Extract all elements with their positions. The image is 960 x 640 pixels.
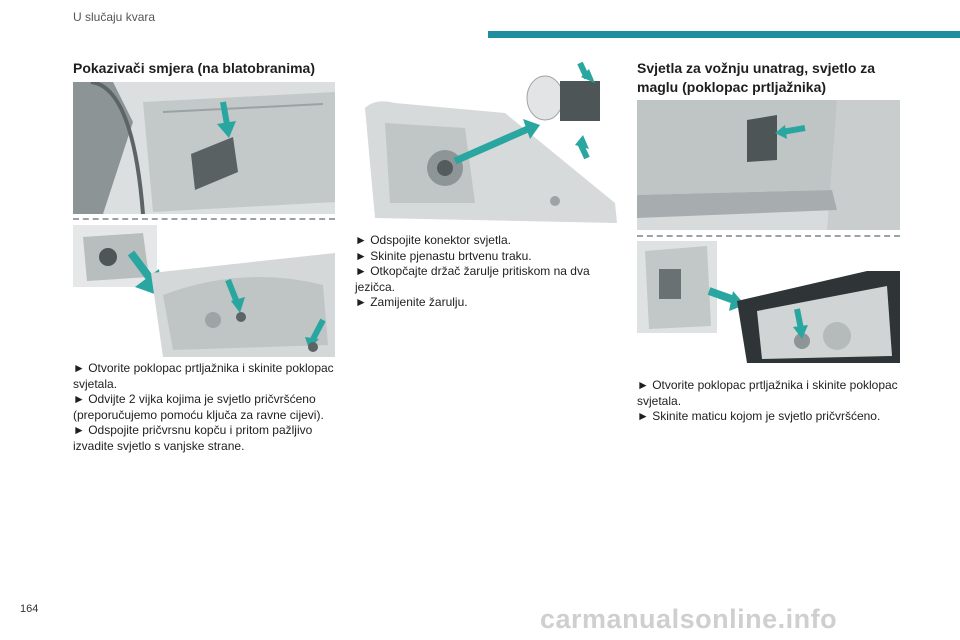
left-section-title: Pokazivači smjera (na blatobranima) — [73, 60, 315, 76]
middle-bulb-illustration — [355, 53, 617, 223]
right-step-2: Skinite maticu kojom je svjetlo pričvršć… — [637, 409, 905, 425]
left-instructions: Otvorite poklopac prtljažnika i skinite … — [73, 361, 339, 454]
right-lamp-nut-illustration — [637, 241, 900, 363]
right-step-1: Otvorite poklopac prtljažnika i skinite … — [637, 378, 905, 409]
middle-step-3: Otkopčajte držač žarulje pritiskom na dv… — [355, 264, 623, 295]
header-accent-bar — [488, 31, 960, 38]
page-number: 164 — [20, 603, 39, 615]
right-tailgate-illustration — [637, 100, 900, 230]
middle-instructions: Odspojite konektor svjetla. Skinite pjen… — [355, 233, 623, 311]
running-header: U slučaju kvara — [73, 10, 156, 24]
left-separator — [73, 218, 335, 220]
middle-step-2: Skinite pjenastu brtvenu traku. — [355, 249, 623, 265]
left-trunk-illustration — [73, 82, 335, 214]
watermark: carmanualsonline.info — [540, 604, 838, 634]
right-separator — [637, 235, 900, 237]
middle-step-1: Odspojite konektor svjetla. — [355, 233, 623, 249]
middle-step-4: Zamijenite žarulju. — [355, 295, 623, 311]
left-step-2: Odvijte 2 vijka kojima je svjetlo pričvr… — [73, 392, 339, 423]
right-section-title: Svjetla za vožnju unatrag, svjetlo za ma… — [637, 60, 876, 95]
left-lamp-removal-illustration — [73, 225, 335, 357]
left-step-3: Odspojite pričvrsnu kopču i pritom pažlj… — [73, 423, 339, 454]
right-instructions: Otvorite poklopac prtljažnika i skinite … — [637, 378, 905, 425]
left-step-1: Otvorite poklopac prtljažnika i skinite … — [73, 361, 339, 392]
